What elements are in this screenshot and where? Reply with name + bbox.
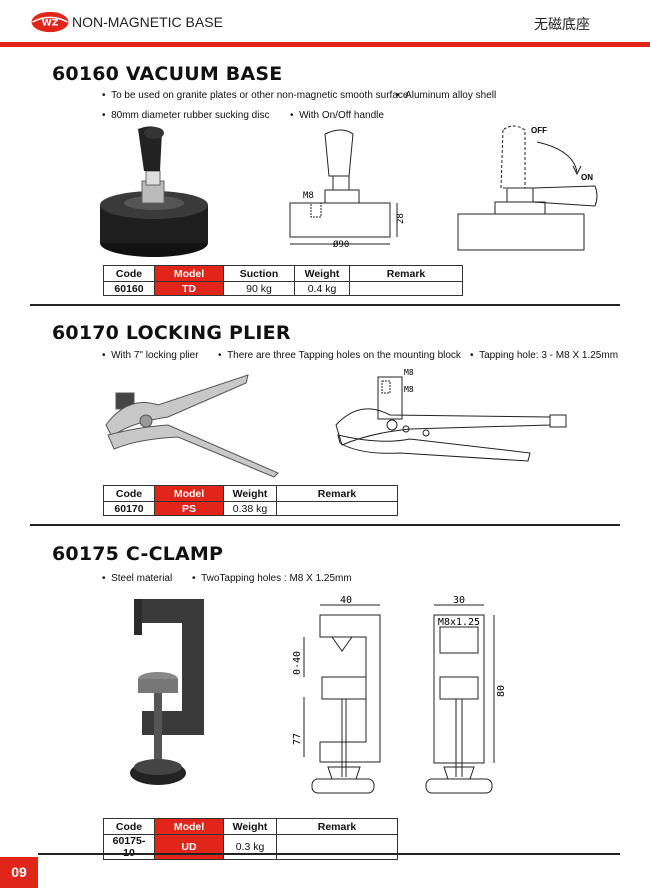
table-cell: TD xyxy=(154,281,224,296)
page-number: 09 xyxy=(0,857,38,888)
section-title-locking-plier: 60170 LOCKING PLIER xyxy=(52,322,291,344)
table-cell xyxy=(349,281,463,296)
c-clamp-side-drawing: 30 M8x1.25 80 xyxy=(425,595,507,794)
vacuum-base-drawing: M8 28 Ø90 xyxy=(289,129,406,250)
dim-label: 80 xyxy=(496,685,507,697)
section-title-vacuum-base: 60160 VACUUM BASE xyxy=(52,63,283,85)
c-clamp-photo xyxy=(130,599,204,785)
off-label: OFF xyxy=(531,126,547,135)
table-header: Model xyxy=(154,818,224,835)
table-header: Model xyxy=(154,485,224,502)
spec-table-60160: Code Model Suction Weight Remark 60160 T… xyxy=(103,265,463,296)
dim-label: 0-40 xyxy=(292,651,303,675)
bullet-item: • Aluminum alloy shell xyxy=(396,90,497,101)
table-header: Remark xyxy=(349,265,463,282)
c-clamp-front-drawing: 40 0-40 77 xyxy=(292,595,381,794)
header-title: NON-MAGNETIC BASE xyxy=(72,14,223,30)
table-header: Remark xyxy=(276,485,398,502)
spec-table-60175: Code Model Weight Remark 60175-10 UD 0.3… xyxy=(103,818,398,860)
table-cell: PS xyxy=(154,501,224,516)
table-header: Model xyxy=(154,265,224,282)
section-title-c-clamp: 60175 C-CLAMP xyxy=(52,543,224,565)
bullet-item: • With 7" locking plier xyxy=(102,350,199,361)
bullet-item: • Steel material xyxy=(102,573,173,584)
table-cell: 90 kg xyxy=(223,281,295,296)
table-cell xyxy=(276,501,398,516)
table-header: Remark xyxy=(276,818,398,835)
table-row: 60170 PS 0.38 kg xyxy=(103,501,398,516)
section-divider xyxy=(30,304,620,306)
table-header: Weight xyxy=(223,485,277,502)
dim-label: Ø90 xyxy=(333,239,349,250)
locking-plier-drawing: M8 M8 xyxy=(335,368,567,462)
vacuum-base-photo xyxy=(100,126,208,257)
logo-text: WZ xyxy=(42,18,59,29)
table-header: Code xyxy=(103,818,155,835)
on-label: ON xyxy=(581,173,593,182)
dim-label: 30 xyxy=(453,595,465,606)
bullet-item: • With On/Off handle xyxy=(290,110,384,121)
table-header: Code xyxy=(103,265,155,282)
header-divider xyxy=(0,42,650,47)
table-row: 60175-10 UD 0.3 kg xyxy=(103,834,398,860)
bullet-item: • To be used on granite plates or other … xyxy=(102,90,409,101)
table-cell: 60160 xyxy=(103,281,155,296)
table-cell: 0.3 kg xyxy=(223,834,277,860)
dim-label: 77 xyxy=(292,733,303,745)
table-cell xyxy=(276,834,398,860)
table-cell: UD xyxy=(154,834,224,860)
table-header: Suction xyxy=(223,265,295,282)
bullet-item: • There are three Tapping holes on the m… xyxy=(218,350,461,361)
dim-label: M8 xyxy=(404,385,414,394)
locking-plier-photo xyxy=(105,374,279,478)
bullet-item: • Tapping hole: 3 - M8 X 1.25mm xyxy=(470,350,619,361)
brand-logo-icon: WZ xyxy=(31,11,69,33)
table-cell: 60175-10 xyxy=(103,834,155,860)
bullet-item: • 80mm diameter rubber sucking disc xyxy=(102,110,270,121)
dim-label: M8 xyxy=(303,191,314,201)
vacuum-base-onoff-drawing: OFF ON xyxy=(457,125,598,251)
table-row: 60160 TD 90 kg 0.4 kg xyxy=(103,281,463,296)
dim-label: M8x1.25 xyxy=(438,617,480,628)
bullet-item: • TwoTapping holes : M8 X 1.25mm xyxy=(192,573,352,584)
table-header: Weight xyxy=(294,265,350,282)
dim-label: 40 xyxy=(340,595,352,606)
table-cell: 0.4 kg xyxy=(294,281,350,296)
header-title-cn: 无磁底座 xyxy=(534,17,590,33)
table-header: Code xyxy=(103,485,155,502)
dim-label: 28 xyxy=(396,213,406,224)
dim-label: M8 xyxy=(404,368,414,377)
table-header: Weight xyxy=(223,818,277,835)
table-cell: 60170 xyxy=(103,501,155,516)
section-divider xyxy=(30,524,620,526)
footer-divider xyxy=(38,853,620,855)
table-cell: 0.38 kg xyxy=(223,501,277,516)
spec-table-60170: Code Model Weight Remark 60170 PS 0.38 k… xyxy=(103,485,398,516)
